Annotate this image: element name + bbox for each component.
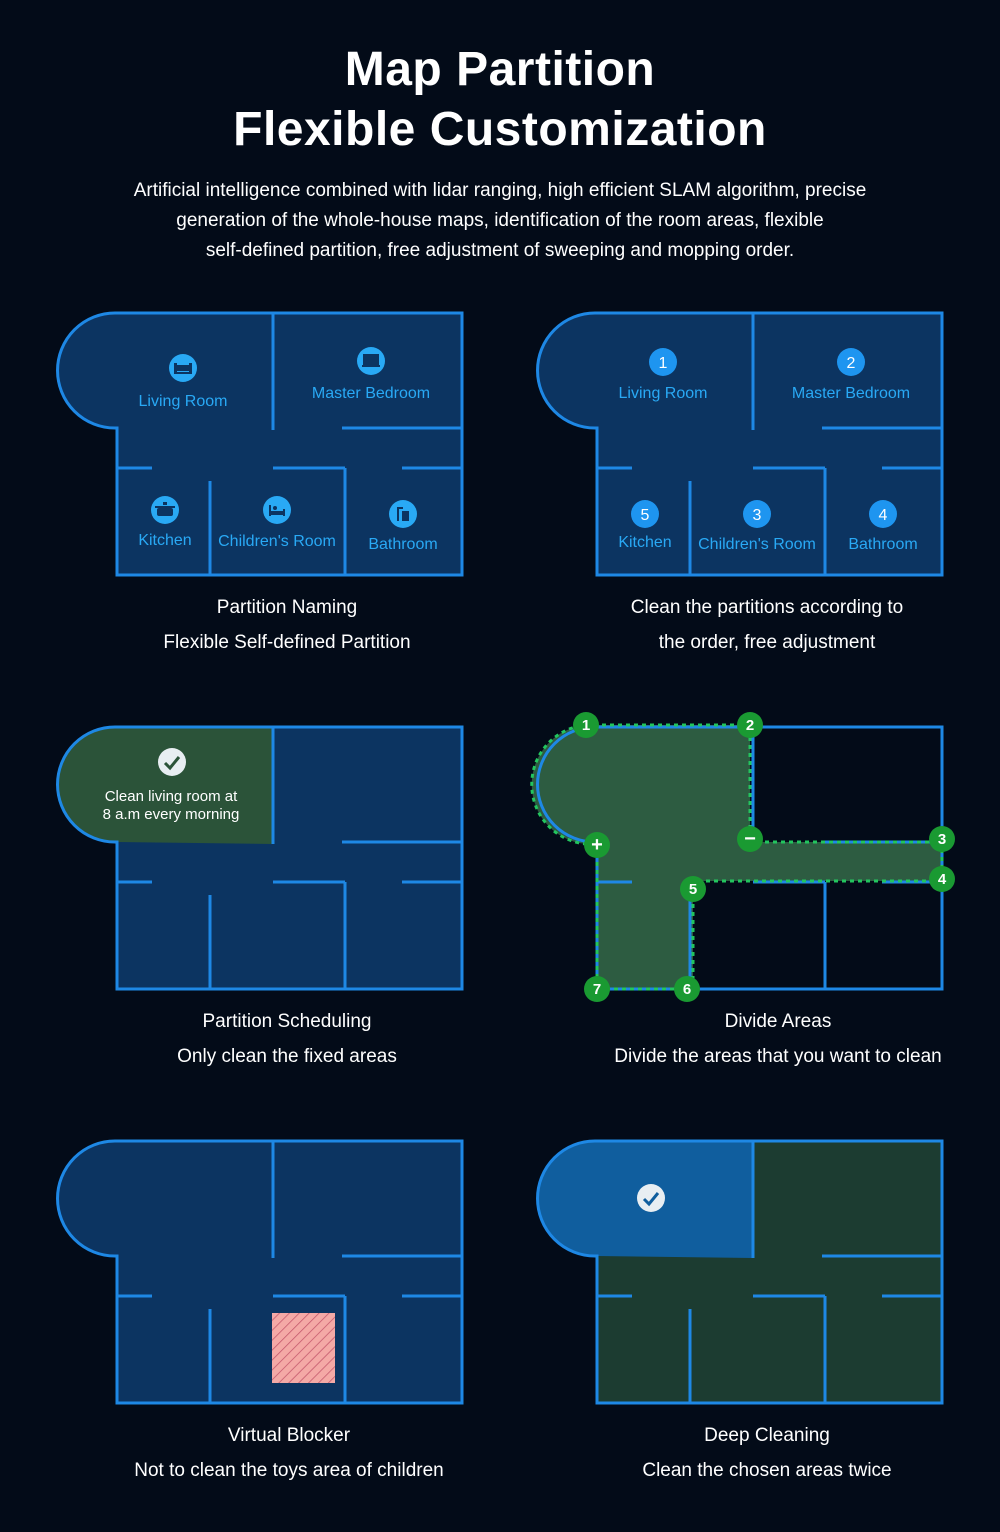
- sofa-icon: [169, 354, 197, 382]
- shower-icon: [389, 500, 417, 528]
- room-label-childrens-room: Children's Room: [698, 536, 816, 553]
- caption-title: Clean the partitions according to: [630, 597, 904, 618]
- caption-subtitle: Not to clean the toys area of children: [134, 1460, 444, 1481]
- caption-order: Clean the partitions according to the or…: [537, 590, 997, 660]
- room-label-kitchen: Kitchen: [618, 534, 671, 551]
- order-number-kitchen: 5: [641, 507, 650, 524]
- room-label-master-bedroom: Master Bedroom: [792, 385, 910, 402]
- order-number-living-room: 1: [659, 355, 668, 372]
- schedule-note-line-1: Clean living room at: [105, 788, 238, 805]
- caption-title: Divide Areas: [724, 1011, 832, 1032]
- divide-point-1[interactable]: 1: [582, 717, 590, 734]
- caption-divide: Divide Areas Divide the areas that you w…: [548, 1004, 1000, 1074]
- check-icon: [158, 748, 186, 776]
- order-number-master-bedroom: 2: [847, 355, 856, 372]
- divide-point-6[interactable]: 6: [683, 981, 691, 998]
- room-label-bathroom: Bathroom: [848, 536, 917, 553]
- room-label-master-bedroom: Master Bedroom: [312, 385, 430, 402]
- order-number-bathroom: 4: [879, 507, 888, 524]
- remove-point-button[interactable]: −: [744, 828, 756, 850]
- caption-title: Partition Scheduling: [202, 1011, 372, 1032]
- intro-line-2: generation of the whole-house maps, iden…: [176, 210, 824, 231]
- divide-point-5[interactable]: 5: [689, 881, 697, 898]
- order-number-childrens-room: 3: [753, 507, 762, 524]
- caption-scheduling: Partition Scheduling Only clean the fixe…: [57, 1004, 517, 1074]
- caption-title: Partition Naming: [216, 597, 358, 618]
- divide-point-3[interactable]: 3: [938, 831, 946, 848]
- intro-text: Artificial intelligence combined with li…: [100, 176, 900, 266]
- room-label-kitchen: Kitchen: [138, 532, 191, 549]
- intro-line-3: self-defined partition, free adjustment …: [205, 240, 795, 261]
- caption-title: Virtual Blocker: [227, 1425, 351, 1446]
- intro-line-1: Artificial intelligence combined with li…: [133, 180, 867, 201]
- room-label-childrens-room: Children's Room: [218, 533, 336, 550]
- page-title-line-2: Flexible Customization: [233, 103, 767, 156]
- divide-point-2[interactable]: 2: [746, 717, 754, 734]
- caption-subtitle: Divide the areas that you want to clean: [614, 1046, 942, 1067]
- room-label-living-room: Living Room: [619, 385, 708, 402]
- crib-icon: [263, 496, 291, 524]
- cooking-pot-icon: [151, 496, 179, 524]
- caption-subtitle: Only clean the fixed areas: [177, 1046, 397, 1067]
- caption-subtitle: Flexible Self-defined Partition: [163, 632, 411, 653]
- caption-deep-cleaning: Deep Cleaning Clean the chosen areas twi…: [537, 1418, 997, 1488]
- room-label-living-room: Living Room: [139, 393, 228, 410]
- divide-point-4[interactable]: 4: [938, 871, 947, 888]
- schedule-note-line-2: 8 a.m every morning: [103, 806, 240, 823]
- caption-title: Deep Cleaning: [704, 1425, 830, 1446]
- check-icon: [637, 1184, 665, 1212]
- caption-partition-naming: Partition Naming Flexible Self-defined P…: [57, 590, 517, 660]
- caption-subtitle: Clean the chosen areas twice: [642, 1460, 892, 1481]
- add-point-button[interactable]: +: [591, 834, 603, 856]
- caption-subtitle: the order, free adjustment: [658, 632, 876, 653]
- room-label-bathroom: Bathroom: [368, 536, 437, 553]
- caption-blocker: Virtual Blocker Not to clean the toys ar…: [59, 1418, 519, 1488]
- divide-point-7[interactable]: 7: [593, 981, 601, 998]
- page-title-line-1: Map Partition: [344, 43, 656, 96]
- bed-icon: [357, 347, 385, 375]
- virtual-blocker-zone[interactable]: [272, 1313, 335, 1383]
